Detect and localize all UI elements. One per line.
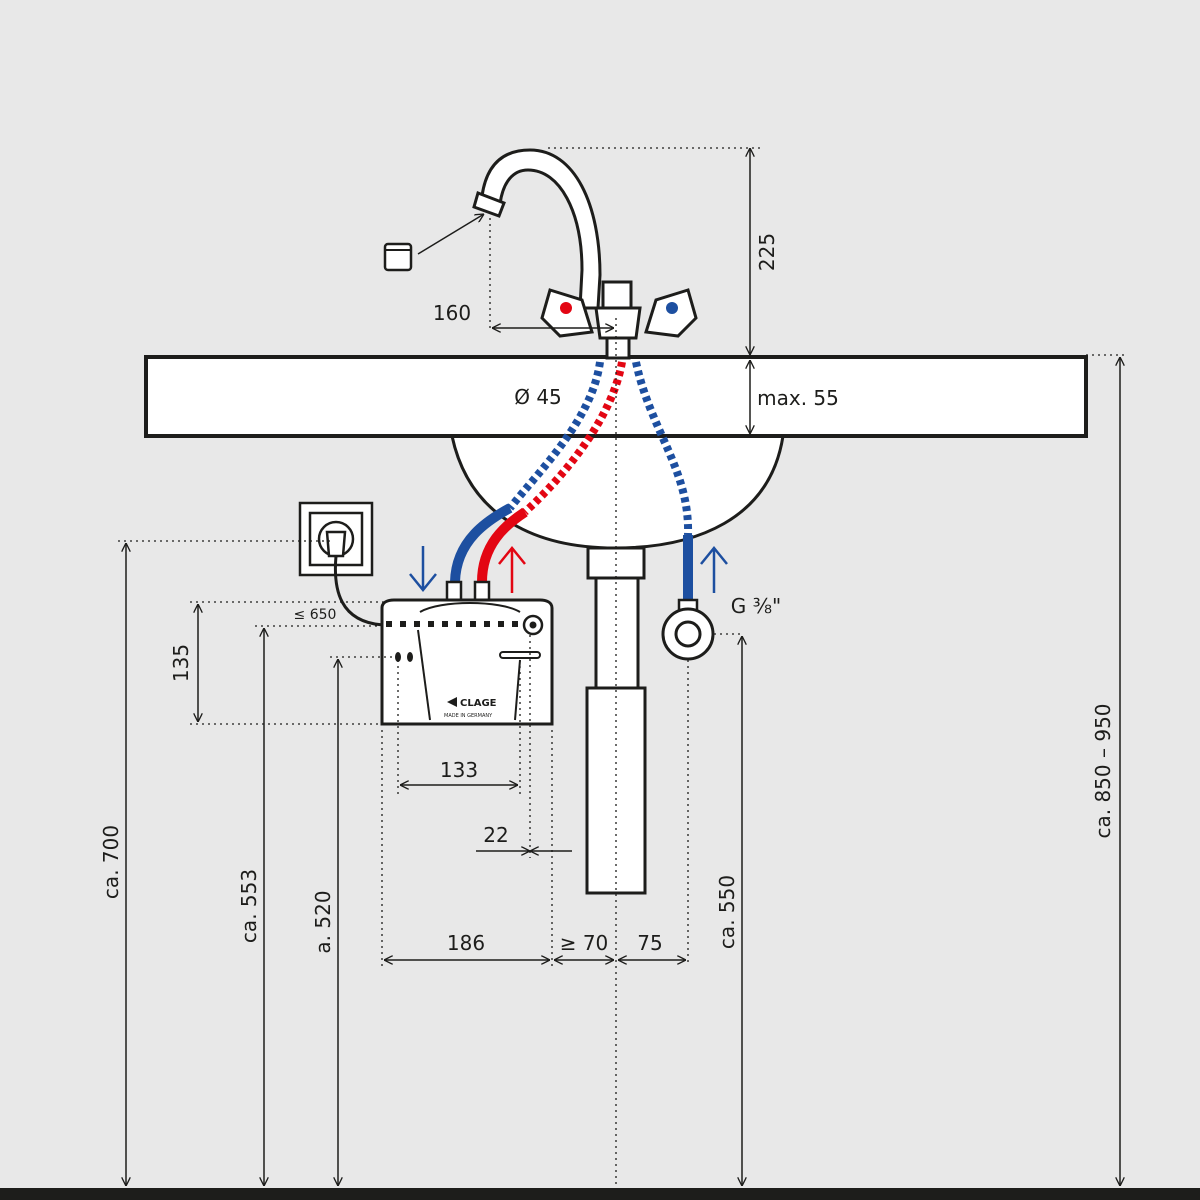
extension-lines bbox=[118, 147, 1128, 966]
angle-valve bbox=[661, 598, 715, 661]
dim-min-gap: ≥ 70 bbox=[560, 931, 609, 955]
dim-device-top-height: ca. 553 bbox=[237, 869, 261, 943]
dim-valve-height: ca. 550 bbox=[715, 875, 739, 949]
hot-indicator-icon bbox=[560, 302, 572, 314]
dim-basin-height: ca. 850 – 950 bbox=[1091, 703, 1115, 838]
aerator-icon bbox=[383, 242, 413, 272]
power-cable bbox=[333, 555, 384, 627]
faucet bbox=[472, 148, 698, 360]
connection-hoses bbox=[450, 361, 693, 603]
arrow-up-icon bbox=[498, 546, 526, 593]
aerator-leader bbox=[417, 214, 484, 255]
dim-hole-diameter: Ø 45 bbox=[514, 385, 562, 409]
dim-spout-reach: 160 bbox=[433, 301, 471, 325]
dim-device-width: 186 bbox=[447, 931, 485, 955]
dim-supply-offset: 75 bbox=[637, 931, 662, 955]
dim-socket-height: ca. 700 bbox=[99, 825, 123, 899]
dimension-lines bbox=[126, 148, 1120, 1186]
power-socket-icon bbox=[298, 501, 374, 577]
device-subtext: MADE IN GERMANY bbox=[444, 713, 493, 719]
arrow-down-icon bbox=[409, 546, 437, 592]
device-brand: CLAGE bbox=[460, 698, 497, 709]
arrow-up-icon bbox=[700, 546, 728, 593]
dim-connection-spacing: 133 bbox=[440, 758, 478, 782]
water-heater: CLAGE MADE IN GERMANY bbox=[380, 580, 554, 726]
floor-line bbox=[0, 1188, 1200, 1200]
clage-logo-icon bbox=[447, 697, 457, 707]
dim-offset: 22 bbox=[483, 823, 508, 847]
dim-max-thickness: max. 55 bbox=[757, 386, 839, 410]
dim-thread: G ⅜" bbox=[731, 594, 781, 618]
cold-indicator-icon bbox=[666, 302, 678, 314]
dim-cable-length: ≤ 650 bbox=[294, 607, 337, 623]
dim-spout-height: 225 bbox=[755, 233, 779, 271]
dim-device-connection-height: a. 520 bbox=[311, 890, 335, 953]
dim-device-height: 135 bbox=[169, 644, 193, 682]
